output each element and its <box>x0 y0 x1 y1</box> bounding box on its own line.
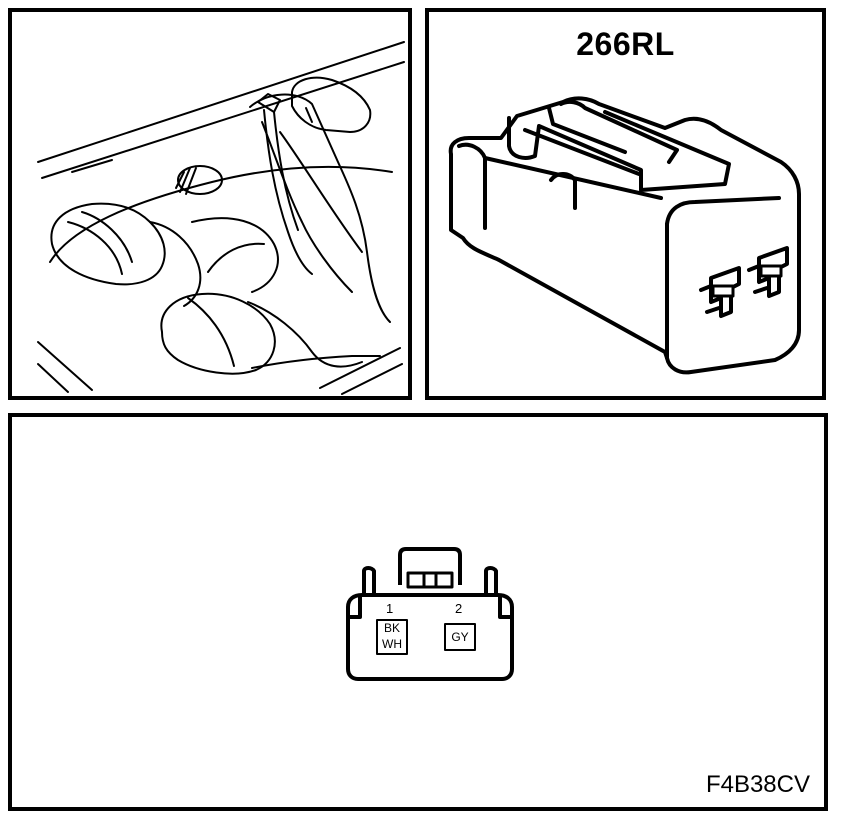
location-illustration-panel <box>8 8 412 400</box>
pin-number-1: 1 <box>386 601 394 616</box>
pin-number-2: 2 <box>455 601 463 616</box>
pin-2-wire-color: GY <box>451 630 469 644</box>
connector-view-panel: 266RL <box>425 8 826 400</box>
pin-1-wire-color-stripe: WH <box>382 637 402 651</box>
vehicle-interior-illustration <box>37 41 405 395</box>
connector-id-label: 266RL <box>576 26 675 62</box>
pin-1-wire-color-primary: BK <box>383 621 400 635</box>
connector-face-drawing <box>346 547 514 681</box>
figure-code-label: F4B38CV <box>705 771 810 798</box>
connector-3d-drawing <box>448 96 801 375</box>
pinout-panel: 1 2 BK WH GY F4B38CV <box>8 413 828 811</box>
